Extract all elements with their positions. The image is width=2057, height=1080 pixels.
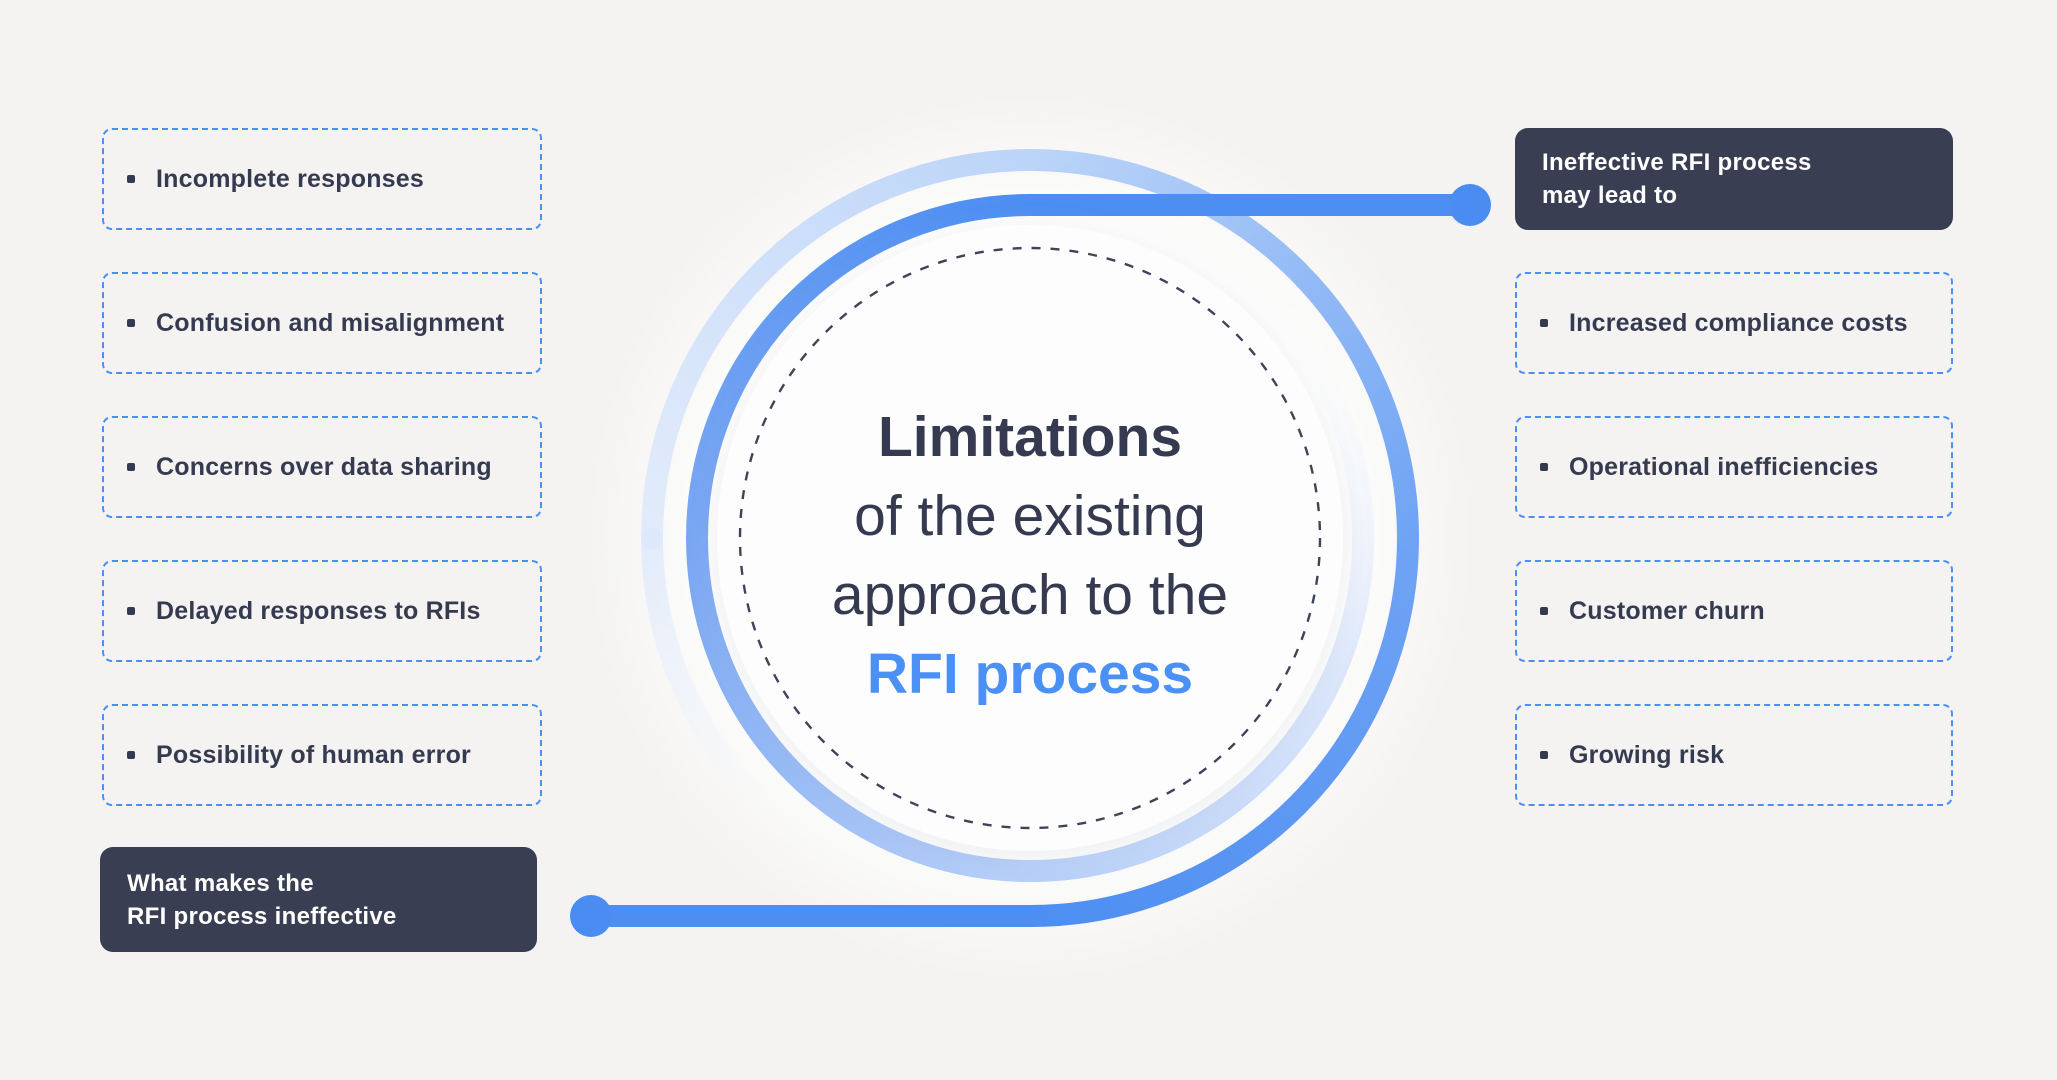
- right-item-label: Growing risk: [1569, 740, 1725, 769]
- bullet-icon: [127, 319, 135, 327]
- right-item-box-2: Operational inefficiencies: [1515, 416, 1953, 518]
- bullet-icon: [1540, 463, 1548, 471]
- bullet-icon: [127, 751, 135, 759]
- left-item-label: Incomplete responses: [156, 164, 424, 193]
- bullet-icon: [1540, 751, 1548, 759]
- right-caption-box: Ineffective RFI process may lead to: [1515, 128, 1953, 230]
- bullet-icon: [127, 175, 135, 183]
- title-line-2: of the existing: [854, 484, 1206, 548]
- right-caption-line-2: may lead to: [1542, 182, 1678, 209]
- left-caption-line-2: RFI process ineffective: [127, 902, 397, 930]
- left-item-box-1: Incomplete responses: [102, 128, 542, 230]
- connector-dot-top-right: [1449, 184, 1491, 226]
- left-item-box-4: Delayed responses to RFIs: [102, 560, 542, 662]
- right-item-label: Increased compliance costs: [1569, 308, 1908, 337]
- left-item-box-5: Possibility of human error: [102, 704, 542, 806]
- bullet-icon: [127, 463, 135, 471]
- right-item-label: Customer churn: [1569, 596, 1765, 625]
- right-caption-line-1: Ineffective RFI process: [1542, 149, 1812, 176]
- left-item-box-3: Concerns over data sharing: [102, 416, 542, 518]
- left-item-box-2: Confusion and misalignment: [102, 272, 542, 374]
- title-line-1: Limitations: [877, 405, 1182, 469]
- right-item-box-3: Customer churn: [1515, 560, 1953, 662]
- right-item-box-4: Growing risk: [1515, 704, 1953, 806]
- right-item-label: Operational inefficiencies: [1569, 452, 1879, 481]
- title-line-3: approach to the: [831, 563, 1229, 627]
- left-item-label: Concerns over data sharing: [156, 452, 492, 481]
- bullet-icon: [1540, 607, 1548, 615]
- left-item-label: Confusion and misalignment: [156, 308, 505, 337]
- left-item-label: Delayed responses to RFIs: [156, 596, 481, 625]
- right-item-box-1: Increased compliance costs: [1515, 272, 1953, 374]
- bullet-icon: [127, 607, 135, 615]
- title-line-4: RFI process: [866, 642, 1194, 706]
- left-caption-line-1: What makes the: [127, 869, 314, 897]
- left-caption-box: What makes the RFI process ineffective: [100, 847, 537, 952]
- bullet-icon: [1540, 319, 1548, 327]
- center-title: Limitations of the existing approach to …: [730, 398, 1330, 714]
- connector-dot-bottom-left: [570, 895, 612, 937]
- left-item-label: Possibility of human error: [156, 740, 471, 769]
